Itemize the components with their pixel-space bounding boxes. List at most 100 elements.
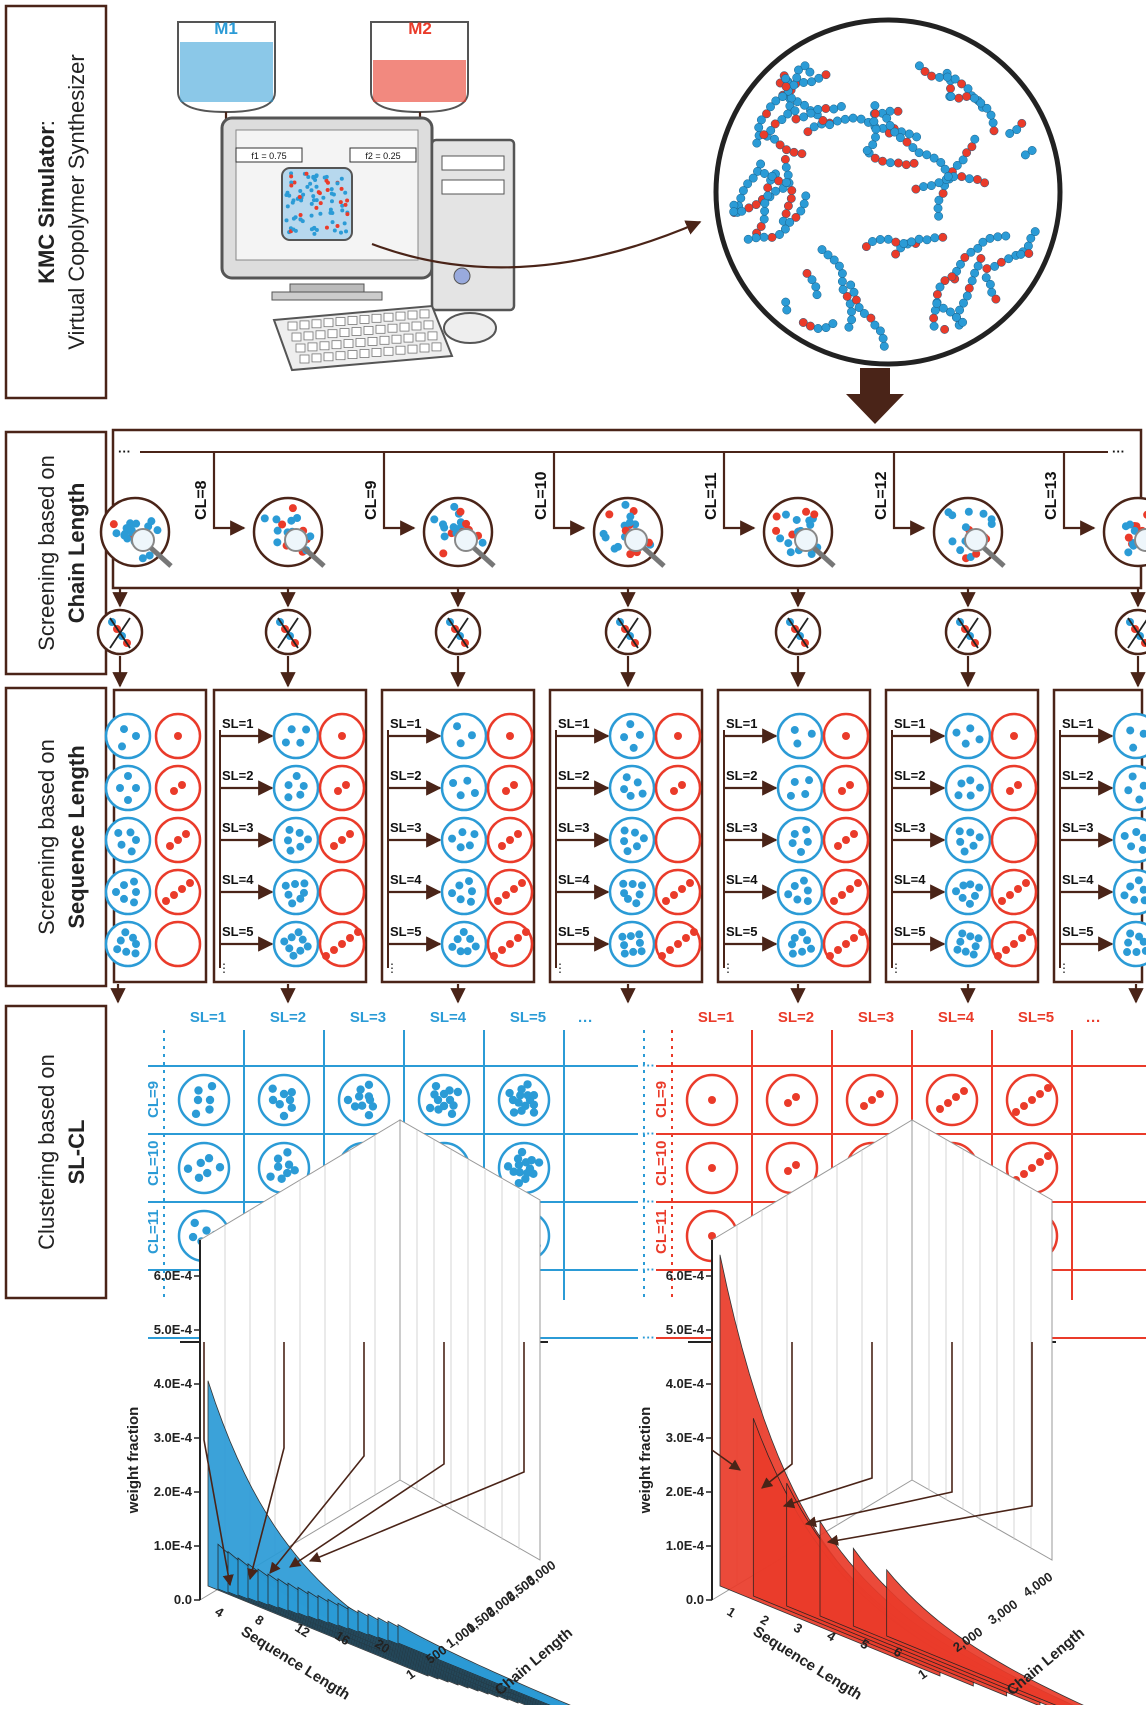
sl-row-label: SL=3 <box>390 820 421 835</box>
sl-row-label: SL=1 <box>1062 716 1093 731</box>
svg-text:KMC Simulator:: KMC Simulator: <box>34 120 59 284</box>
sl-row-label: SL=4 <box>558 872 590 887</box>
cluster-row-label: CL=11 <box>145 1209 162 1254</box>
computer-illustration: M1 M2 f1 = 0.75 f2 = 0.25 <box>178 19 700 370</box>
x-tick-label: 1 <box>724 1604 738 1621</box>
sl-row-label: SL=5 <box>222 924 253 939</box>
sl-row-label: SL=1 <box>726 716 757 731</box>
svg-text:···: ··· <box>642 1058 655 1073</box>
cluster-row-label: CL=10 <box>145 1141 162 1186</box>
z-tick-label: 5.0E-4 <box>666 1322 705 1337</box>
stage-label-sl-cl: Clustering based on SL-CL <box>6 1006 106 1298</box>
stage-label-kmc: KMC Simulator: Virtual Copolymer Synthes… <box>6 6 106 398</box>
cluster-col-label: SL=4 <box>430 1009 467 1026</box>
sl-row-label: SL=4 <box>1062 872 1094 887</box>
svg-text:⋮: ⋮ <box>218 961 230 975</box>
sl-row-label: SL=2 <box>894 768 925 783</box>
sl-row-label: SL=5 <box>390 924 421 939</box>
x-tick-label: 4 <box>824 1628 839 1645</box>
svg-text:···: ··· <box>642 1262 655 1277</box>
cl-screen-circle <box>764 498 834 566</box>
x-tick-label: 4 <box>212 1604 227 1621</box>
svg-text:⋮: ⋮ <box>1058 961 1070 975</box>
cl-label: CL=13 <box>1043 471 1060 520</box>
cl-label: CL=11 <box>703 472 720 520</box>
m1-label: M1 <box>214 19 238 38</box>
x-tick-label: 3 <box>791 1620 805 1637</box>
sl-row-label: SL=2 <box>390 768 421 783</box>
svg-text:···: ··· <box>1112 444 1125 459</box>
sequence-length-title-bold: Sequence Length <box>64 745 89 928</box>
chain-length-title-bold: Chain Length <box>64 483 89 624</box>
kmc-subtitle: Virtual Copolymer Synthesizer <box>64 54 89 350</box>
sl-row-label: SL=3 <box>726 820 757 835</box>
x-tick-label: 8 <box>252 1612 266 1629</box>
sequence-length-title: Screening based on <box>34 739 59 935</box>
cl-screen-circle <box>254 498 324 566</box>
y-tick-label: 4,000 <box>1020 1569 1055 1600</box>
z-tick-label: 4.0E-4 <box>154 1376 193 1391</box>
svg-text:···: ··· <box>1086 1013 1101 1030</box>
sl-row-label: SL=4 <box>726 872 758 887</box>
sl-row-label: SL=2 <box>222 768 253 783</box>
z-tick-label: 2.0E-4 <box>666 1484 705 1499</box>
z-tick-label: 5.0E-4 <box>154 1322 193 1337</box>
z-tick-label: 2.0E-4 <box>154 1484 193 1499</box>
sl-row-label: SL=5 <box>558 924 589 939</box>
y-tick-label: 3,000 <box>523 1557 558 1588</box>
sl-cl-title: Clustering based on <box>34 1054 59 1250</box>
polymer-zoom-circle <box>716 20 1060 424</box>
sl-row-label: SL=5 <box>726 924 757 939</box>
cl-screen-circle <box>934 498 1004 566</box>
svg-text:⋮: ⋮ <box>386 961 398 975</box>
cluster-col-label: SL=2 <box>778 1009 814 1026</box>
sl-row-label: SL=4 <box>894 872 926 887</box>
sl-row-label: SL=4 <box>222 872 254 887</box>
cluster-col-label: SL=3 <box>858 1009 894 1026</box>
z-tick-label: 4.0E-4 <box>666 1376 705 1391</box>
svg-text:···: ··· <box>578 1013 593 1030</box>
cl-screen-circle <box>1104 498 1146 566</box>
cluster-row-label: CL=11 <box>653 1209 670 1254</box>
sl-row-label: SL=5 <box>1062 924 1093 939</box>
sl-row-label: SL=5 <box>894 924 925 939</box>
cluster-col-label: SL=4 <box>938 1009 975 1026</box>
sl-row-label: SL=1 <box>558 716 589 731</box>
sl-row-label: SL=1 <box>222 716 253 731</box>
tank-m1: M1 <box>178 19 275 112</box>
cluster-col-label: SL=5 <box>510 1009 546 1026</box>
sl-cl-title-bold: SL-CL <box>64 1120 89 1185</box>
stage-label-chain-length: Screening based on Chain Length <box>6 432 106 674</box>
z-tick-label: 0.0 <box>686 1592 704 1607</box>
cluster-row-label: CL=9 <box>653 1081 670 1118</box>
cluster-col-label: SL=3 <box>350 1009 386 1026</box>
svg-text:⋮: ⋮ <box>890 961 902 975</box>
f1-label: f1 = 0.75 <box>251 151 286 161</box>
chart-blue: 0.01.0E-42.0E-43.0E-44.0E-45.0E-46.0E-4w… <box>125 1120 618 1705</box>
sl-row-label: SL=2 <box>558 768 589 783</box>
y-axis-label: Chain Length <box>492 1624 576 1699</box>
z-tick-label: 0.0 <box>174 1592 192 1607</box>
sl-row-label: SL=1 <box>390 716 421 731</box>
cluster-row-label: CL=10 <box>653 1141 670 1186</box>
cluster-col-label: SL=2 <box>270 1009 306 1026</box>
cluster-row-label: CL=9 <box>145 1081 162 1118</box>
f2-label: f2 = 0.25 <box>365 151 400 161</box>
z-tick-label: 6.0E-4 <box>666 1268 705 1283</box>
svg-text:⋮: ⋮ <box>554 961 566 975</box>
z-tick-label: 6.0E-4 <box>154 1268 193 1283</box>
cl-label: CL=9 <box>363 480 380 520</box>
cluster-col-label: SL=1 <box>190 1009 226 1026</box>
sl-row-label: SL=3 <box>894 820 925 835</box>
cl-label: CL=8 <box>193 480 210 520</box>
sl-row-label: SL=2 <box>1062 768 1093 783</box>
svg-text:···: ··· <box>642 1194 655 1209</box>
svg-text:···: ··· <box>642 1126 655 1141</box>
cluster-col-label: SL=5 <box>1018 1009 1054 1026</box>
z-tick-label: 3.0E-4 <box>666 1430 705 1445</box>
cl-label: CL=10 <box>533 471 550 520</box>
cl-screen-circle <box>424 498 494 566</box>
sl-row-label: SL=3 <box>558 820 589 835</box>
